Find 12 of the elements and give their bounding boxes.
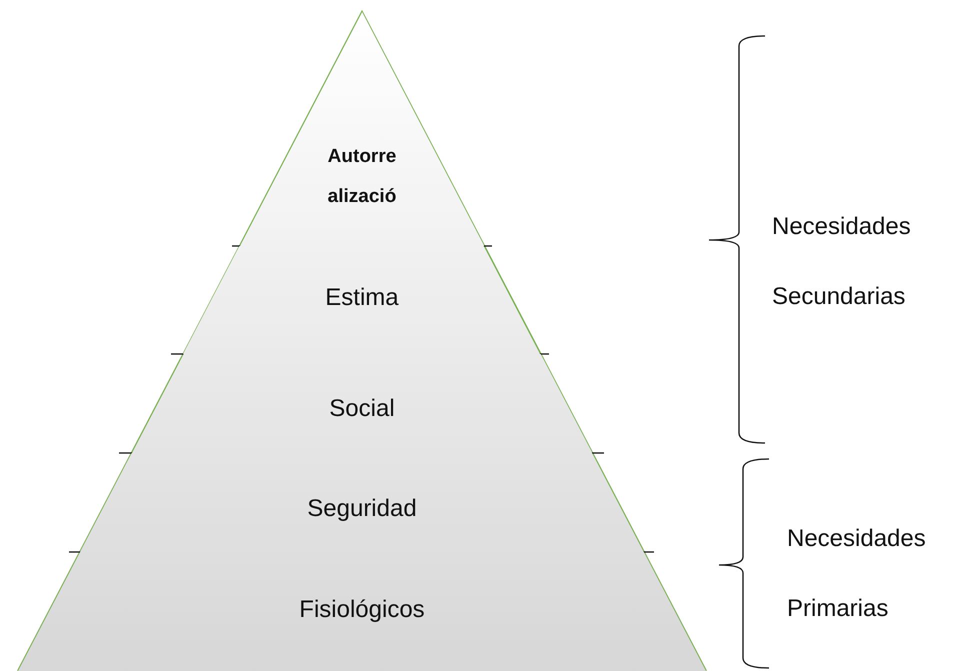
tier-label: Autorre alizació [326, 145, 398, 209]
tier-label: Social [328, 394, 396, 424]
tier-label: Seguridad [306, 494, 418, 524]
pyramid-tier [240, 12, 484, 246]
pyramid-tier [183, 246, 541, 354]
tier-label: Fisiológicos [298, 595, 426, 625]
pyramid-tier [132, 354, 592, 453]
group-label: Necesidades Primarias [787, 524, 927, 624]
tier-label: Estima [324, 283, 400, 313]
group-label: Necesidades Secundarias [772, 212, 912, 312]
pyramid-tier [18, 552, 706, 671]
pyramid-tier [80, 453, 644, 552]
